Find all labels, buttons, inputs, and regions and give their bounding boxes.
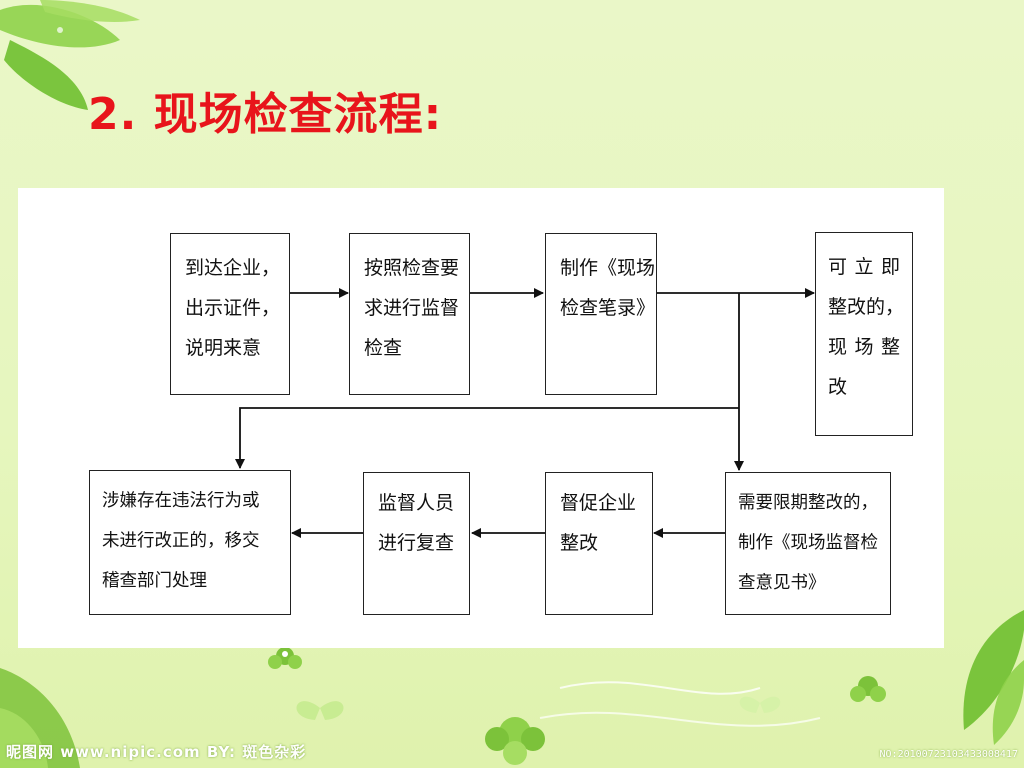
node-line: 到达企业， <box>185 257 281 279</box>
node-arrive: 到达企业， 出示证件， 说明来意 <box>170 233 290 395</box>
node-line: 稽查部门处理 <box>102 571 207 591</box>
flowchart-panel: 到达企业， 出示证件， 说明来意 按照检查要 求进行监督 检查 制作《现场 检查… <box>18 188 944 648</box>
node-line: 可 立 即 <box>828 256 900 278</box>
flowchart-connectors <box>235 288 815 538</box>
node-line: 改 <box>828 376 848 398</box>
watermark-left: 昵图网 www.nipic.com BY: 斑色杂彩 <box>6 743 307 761</box>
page-title: 2. 现场检查流程: <box>88 89 443 140</box>
node-line: 求进行监督 <box>364 297 460 319</box>
flower-strip <box>268 648 886 765</box>
leaf-icon <box>0 0 140 110</box>
flower-icon <box>268 648 302 669</box>
watermark-right: NO:20100723103433008417 <box>879 749 1018 760</box>
node-immediate: 可 立 即 整改的， 现 场 整 改 <box>815 232 913 436</box>
node-urge: 督促企业 整改 <box>545 472 653 615</box>
flower-icon <box>850 676 886 702</box>
node-deadline: 需要限期整改的， 制作《现场监督检 查意见书》 <box>725 472 891 615</box>
node-line: 按照检查要 <box>364 257 460 279</box>
node-line: 检查 <box>364 337 403 359</box>
node-line: 说明来意 <box>185 337 262 359</box>
node-line: 整改的， <box>828 296 905 318</box>
node-inspect: 按照检查要 求进行监督 检查 <box>349 233 470 395</box>
node-line: 未进行改正的，移交 <box>102 531 260 551</box>
node-line: 制作《现场 <box>560 257 656 279</box>
flower-icon <box>485 717 545 765</box>
node-line: 涉嫌存在违法行为或 <box>102 491 260 511</box>
node-recheck: 监督人员 进行复查 <box>363 472 470 615</box>
node-line: 整改 <box>560 532 599 554</box>
leaf-cluster-bottom-right <box>963 610 1024 745</box>
leaf-cluster-bottom-left <box>0 668 80 768</box>
node-line: 查意见书》 <box>738 573 826 593</box>
node-record: 制作《现场 检查笔录》 <box>545 233 657 395</box>
node-line: 进行复查 <box>378 532 455 554</box>
butterfly-icon <box>296 701 344 720</box>
butterfly-icon <box>739 696 781 713</box>
node-line: 需要限期整改的， <box>738 493 878 513</box>
node-line: 监督人员 <box>378 492 455 514</box>
leaf-cluster-top-left <box>0 0 140 110</box>
node-transfer: 涉嫌存在违法行为或 未进行改正的，移交 稽查部门处理 <box>89 470 291 615</box>
node-line: 现 场 整 <box>828 336 900 358</box>
node-line: 督促企业 <box>560 492 637 514</box>
leaf-icon <box>963 610 1024 745</box>
leaf-icon <box>0 668 80 768</box>
footer-watermark: 昵图网 www.nipic.com BY: 斑色杂彩 NO:2010072310… <box>0 738 1024 768</box>
node-line: 制作《现场监督检 <box>738 533 878 553</box>
node-line: 检查笔录》 <box>560 297 656 319</box>
node-line: 出示证件， <box>185 297 281 319</box>
arrow-record-to-transfer <box>235 407 739 469</box>
